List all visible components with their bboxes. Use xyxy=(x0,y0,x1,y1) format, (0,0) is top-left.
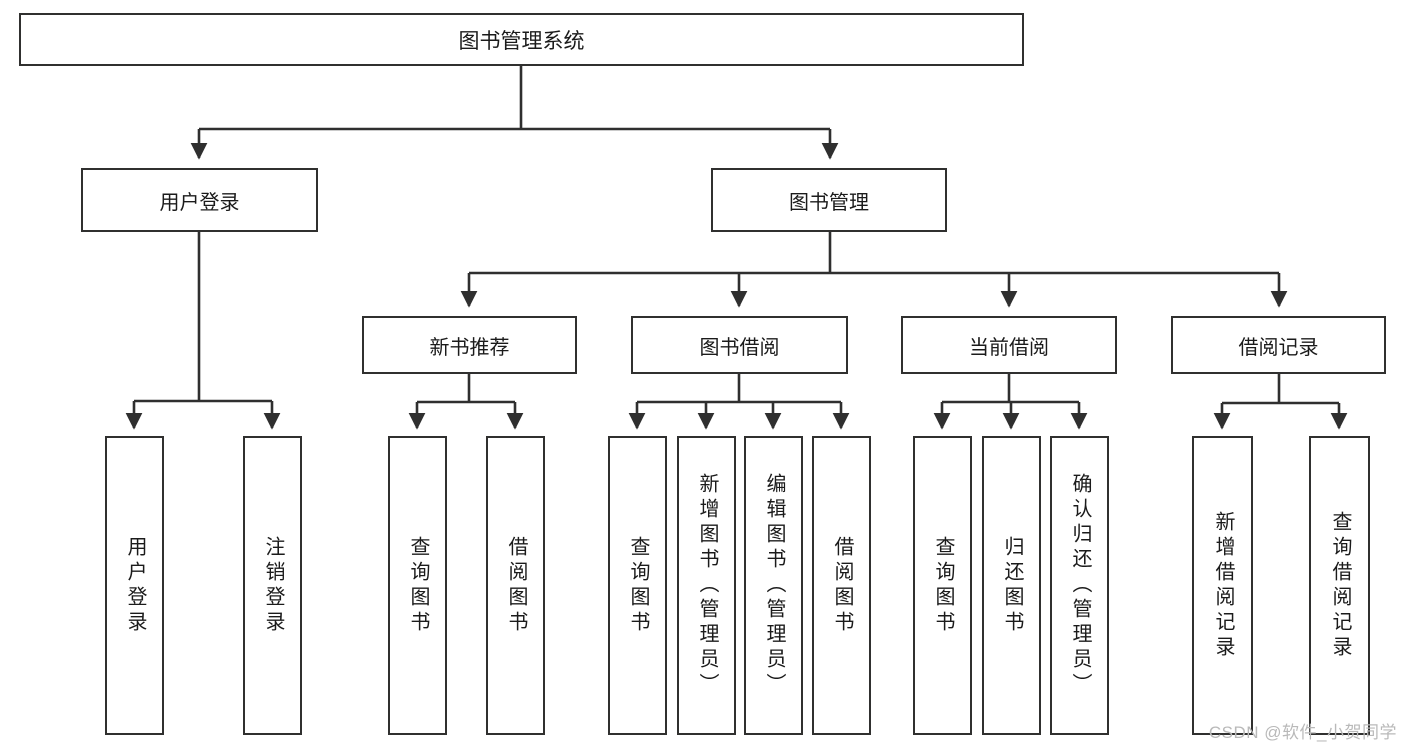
node-current-borrow[interactable]: 当前借阅 xyxy=(901,316,1117,374)
node-label: 图书管理 xyxy=(789,191,869,214)
node-label: 用户登录 xyxy=(124,535,146,636)
node-label: 图书借阅 xyxy=(699,336,780,359)
node-label: 归还图书 xyxy=(1001,535,1023,636)
node-root-system[interactable]: 图书管理系统 xyxy=(19,13,1024,66)
leaf-current-confirm-return-admin[interactable]: 确认归还（管理员） xyxy=(1050,436,1109,735)
leaf-borrow-borrow-book[interactable]: 借阅图书 xyxy=(812,436,871,735)
node-borrow-record[interactable]: 借阅记录 xyxy=(1171,316,1386,374)
leaf-current-return-book[interactable]: 归还图书 xyxy=(982,436,1041,735)
node-label: 编辑图书（管理员） xyxy=(763,473,785,698)
leaf-recommend-borrow-book[interactable]: 借阅图书 xyxy=(486,436,545,735)
leaf-recommend-query-book[interactable]: 查询图书 xyxy=(388,436,447,735)
node-label: 借阅记录 xyxy=(1238,336,1319,359)
leaf-user-logout[interactable]: 注销登录 xyxy=(243,436,302,735)
node-label: 新增图书（管理员） xyxy=(696,473,718,698)
leaf-user-login[interactable]: 用户登录 xyxy=(105,436,164,735)
node-label: 确认归还（管理员） xyxy=(1069,473,1091,698)
node-label: 借阅图书 xyxy=(505,535,527,636)
leaf-current-query-book[interactable]: 查询图书 xyxy=(913,436,972,735)
leaf-borrow-edit-book-admin[interactable]: 编辑图书（管理员） xyxy=(744,436,803,735)
node-label: 查询图书 xyxy=(932,535,954,636)
node-label: 用户登录 xyxy=(159,191,240,214)
node-book-borrow[interactable]: 图书借阅 xyxy=(631,316,848,374)
node-label: 新书推荐 xyxy=(429,336,510,359)
leaf-borrow-add-book-admin[interactable]: 新增图书（管理员） xyxy=(677,436,736,735)
leaf-record-add-borrow-record[interactable]: 新增借阅记录 xyxy=(1192,436,1253,735)
node-book-management[interactable]: 图书管理 xyxy=(711,168,947,232)
node-label: 查询借阅记录 xyxy=(1329,510,1351,661)
node-label: 注销登录 xyxy=(262,535,284,636)
leaf-record-query-borrow-record[interactable]: 查询借阅记录 xyxy=(1309,436,1370,735)
node-label: 查询图书 xyxy=(407,535,429,636)
node-label: 当前借阅 xyxy=(969,336,1049,359)
node-label: 借阅图书 xyxy=(831,535,853,636)
node-new-book-recommend[interactable]: 新书推荐 xyxy=(362,316,577,374)
node-label: 新增借阅记录 xyxy=(1212,510,1234,661)
csdn-watermark: CSDN @软件_小贺同学 xyxy=(1208,723,1397,742)
node-label: 图书管理系统 xyxy=(458,29,585,53)
node-user-login[interactable]: 用户登录 xyxy=(81,168,318,232)
leaf-borrow-query-book[interactable]: 查询图书 xyxy=(608,436,667,735)
node-label: 查询图书 xyxy=(627,535,649,636)
